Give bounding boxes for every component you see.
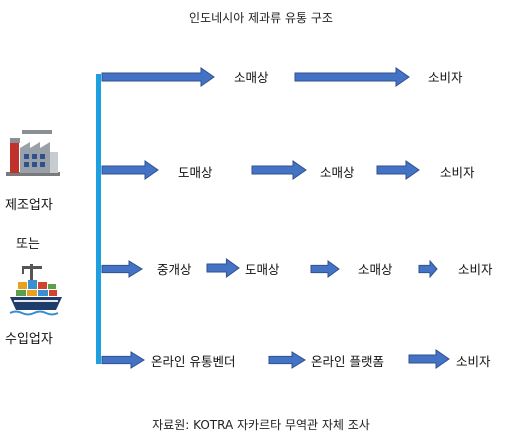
row2-node-retailer: 소매상 bbox=[320, 165, 355, 180]
row3-node-broker: 중개상 bbox=[157, 262, 192, 277]
row2-arrow-1 bbox=[101, 160, 159, 180]
channel-bar bbox=[96, 74, 101, 364]
row3-node-consumer: 소비자 bbox=[458, 262, 493, 277]
row2-arrow-3 bbox=[376, 160, 420, 180]
row1-node-consumer: 소비자 bbox=[428, 70, 463, 85]
source-note: 자료원: KOTRA 자카르타 무역관 자체 조사 bbox=[152, 418, 370, 432]
cargo-ship-icon bbox=[8, 262, 64, 322]
row4-arrow-1 bbox=[101, 351, 145, 369]
row3-node-wholesaler: 도매상 bbox=[245, 262, 280, 277]
row3-arrow-1 bbox=[101, 260, 143, 278]
row4-arrow-3 bbox=[408, 349, 450, 369]
row1-arrow-2 bbox=[294, 67, 410, 87]
row4-node-online-vendor: 온라인 유통벤더 bbox=[151, 354, 236, 369]
row3-arrow-4 bbox=[418, 260, 438, 278]
row3-arrow-3 bbox=[310, 260, 340, 278]
row2-node-wholesaler: 도매상 bbox=[178, 165, 213, 180]
row4-arrow-2 bbox=[268, 351, 306, 369]
row1-node-retailer: 소매상 bbox=[234, 70, 269, 85]
row1-arrow-1 bbox=[101, 67, 215, 87]
importer-label: 수입업자 bbox=[5, 332, 53, 347]
manufacturer-label: 제조업자 bbox=[5, 198, 53, 213]
diagram-title: 인도네시아 제과류 유통 구조 bbox=[189, 11, 333, 25]
row3-node-retailer: 소매상 bbox=[358, 262, 393, 277]
row4-node-consumer: 소비자 bbox=[456, 354, 491, 369]
or-label: 또는 bbox=[16, 237, 40, 252]
row3-arrow-2 bbox=[206, 258, 240, 278]
row2-node-consumer: 소비자 bbox=[440, 165, 475, 180]
row2-arrow-2 bbox=[251, 160, 307, 180]
factory-icon bbox=[6, 124, 60, 182]
row4-node-online-platform: 온라인 플랫폼 bbox=[311, 354, 384, 369]
